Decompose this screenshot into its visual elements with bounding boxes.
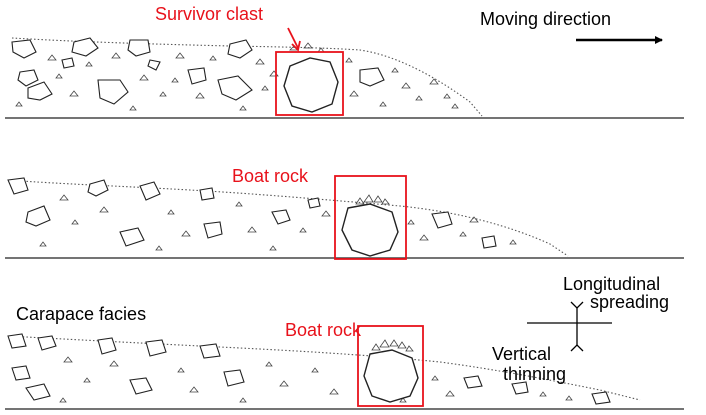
- survivor-clast: [283, 57, 339, 113]
- survivor-clast-label: Survivor clast: [155, 4, 263, 24]
- matrix-grains: [39, 194, 517, 253]
- thinning-label: thinning: [503, 364, 566, 384]
- carapace-fragments: [371, 339, 414, 352]
- longitudinal-label: Longitudinal: [563, 274, 660, 294]
- deformation-symbol: [527, 301, 612, 352]
- top-arrowhead: [570, 301, 584, 309]
- boat-rock-label-2: Boat rock: [285, 320, 362, 340]
- carapace-facies-label: Carapace facies: [16, 304, 146, 324]
- debris-clasts: [7, 333, 611, 405]
- matrix-grains: [59, 356, 573, 403]
- moving-direction-label: Moving direction: [480, 9, 611, 29]
- spreading-label: spreading: [590, 292, 669, 312]
- debris-clasts: [7, 177, 497, 249]
- vertical-label: Vertical: [492, 344, 551, 364]
- carapace-fragments: [355, 194, 390, 205]
- survivor-clast-box: [275, 51, 344, 116]
- boat-rock-box: [357, 325, 424, 407]
- panel-boat-rock-2: [5, 325, 684, 410]
- panel-boat-rock-1: [5, 175, 684, 260]
- pointer-line: [287, 27, 299, 49]
- bottom-arrowhead: [570, 344, 584, 352]
- boat-rock: [363, 349, 419, 403]
- flow-surface: [11, 37, 483, 117]
- boat-rock-label-1: Boat rock: [232, 166, 309, 186]
- pointer-arrowhead: [291, 40, 301, 52]
- flow-surface: [7, 335, 641, 401]
- debris-clasts: [11, 37, 385, 105]
- boat-rock-box: [334, 175, 407, 260]
- panel-survivor-clast: [5, 27, 684, 119]
- boat-rock: [341, 203, 399, 257]
